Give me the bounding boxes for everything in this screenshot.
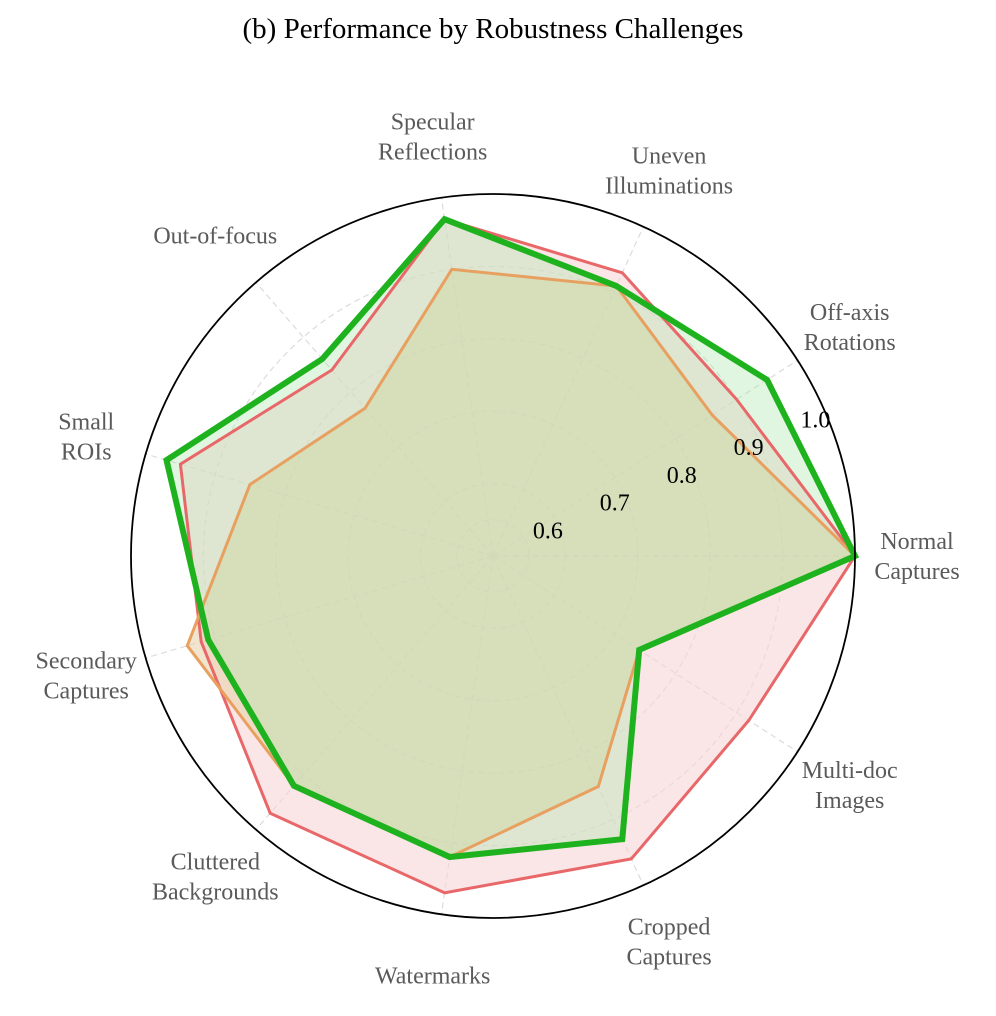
category-label-2-line-1: Illuminations [605, 173, 733, 199]
category-label-9-line-0: Cropped [628, 915, 711, 941]
series-1-line [185, 267, 858, 859]
category-label-1-line-1: Rotations [804, 330, 896, 356]
series-2-line [163, 215, 860, 861]
category-label-2-line-0: Uneven [632, 143, 707, 169]
radar-series [163, 215, 860, 895]
category-label-7-line-0: Cluttered [171, 849, 260, 875]
chart-title: (b) Performance by Robustness Challenges [243, 13, 744, 45]
category-label-0-line-0: Normal [880, 529, 954, 555]
category-label-6-line-1: Captures [44, 679, 129, 705]
tick-label-3: 0.9 [734, 435, 764, 461]
category-label-5-line-1: ROIs [61, 440, 112, 466]
category-label-1-line-0: Off-axis [810, 300, 890, 326]
category-label-8-line-0: Watermarks [375, 964, 490, 990]
tick-label-2: 0.8 [667, 463, 697, 489]
category-label-10-line-0: Multi-doc [802, 758, 898, 784]
series-2-fill [166, 219, 855, 857]
category-label-9-line-1: Captures [626, 945, 711, 971]
category-label-5-line-0: Small [58, 410, 114, 436]
category-label-4: Out-of-focus [153, 224, 277, 250]
tick-label-1: 0.7 [600, 491, 630, 517]
outer-circle [130, 193, 856, 919]
tick-label-0: 0.6 [533, 518, 563, 544]
category-label-3-line-1: Reflections [378, 139, 487, 165]
category-label-7-line-1: Backgrounds [152, 879, 279, 905]
category-label-3-line-0: Specular [391, 109, 475, 135]
category-label-8: Watermarks [375, 964, 490, 990]
tick-label-4: 1.0 [800, 408, 830, 434]
category-label-6-line-0: Secondary [36, 649, 137, 675]
radar-outer-frame [130, 193, 856, 919]
radial-tick-labels: 0.6 0.7 0.8 0.9 1.0 [533, 408, 831, 545]
category-label-0-line-1: Captures [874, 559, 959, 585]
category-label-10-line-1: Images [815, 788, 884, 814]
category-label-4-line-0: Out-of-focus [153, 224, 277, 250]
